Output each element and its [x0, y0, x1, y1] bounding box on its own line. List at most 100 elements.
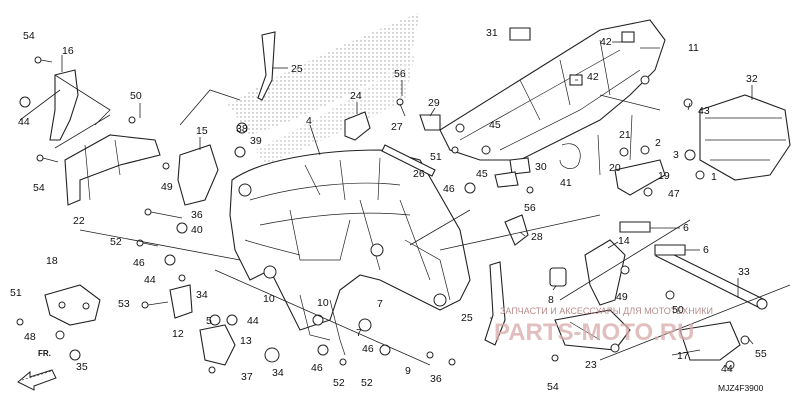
callout-36: 36 [430, 373, 442, 385]
callout-44: 44 [18, 116, 30, 128]
watermark-line1: ЗАПЧАСТИ И АКСЕССУАРЫ ДЛЯ МОТОТЕХНИКИ [500, 306, 713, 316]
callout-16: 16 [62, 45, 74, 57]
clamp-41 [559, 143, 581, 169]
callout-11: 11 [688, 42, 699, 54]
callout-50: 50 [130, 90, 142, 102]
callout-52: 52 [333, 377, 345, 389]
bracket-12 [169, 284, 193, 319]
callout-8: 8 [548, 294, 554, 306]
bracket-24 [344, 111, 371, 141]
callout-53: 53 [118, 298, 130, 310]
callout-52: 52 [110, 236, 122, 248]
callout-34: 34 [196, 289, 208, 301]
rear-subframe [439, 19, 666, 176]
callout-51: 51 [430, 151, 442, 163]
callout-21: 21 [619, 129, 631, 141]
callout-29: 29 [428, 97, 440, 109]
callout-6: 6 [683, 222, 689, 234]
collar-6-upper [619, 221, 651, 233]
callout-45: 45 [476, 168, 488, 180]
callout-43: 43 [698, 105, 710, 117]
leader-lines [61, 41, 754, 356]
mount-23 [554, 309, 631, 351]
callout-35: 35 [76, 361, 88, 373]
callout-27: 27 [391, 121, 403, 133]
main-frame [229, 149, 471, 356]
callout-15: 15 [196, 125, 208, 137]
callout-55: 55 [755, 348, 767, 360]
callout-49: 49 [616, 291, 628, 303]
front-direction-arrow: FR. [17, 349, 57, 391]
callout-37: 37 [241, 371, 253, 383]
cover-32 [699, 94, 791, 181]
clamp-30b [494, 171, 519, 188]
callout-48: 48 [24, 331, 36, 343]
callout-45: 45 [489, 119, 501, 131]
callout-24: 24 [350, 90, 362, 102]
bracket-29 [419, 114, 441, 131]
reference-lines [19, 74, 791, 366]
callout-10: 10 [263, 293, 275, 305]
callout-44: 44 [144, 274, 156, 286]
callout-56: 56 [524, 202, 536, 214]
callout-6: 6 [703, 244, 709, 256]
diagram-code: MJZ4F3900 [718, 383, 764, 393]
callout-3: 3 [673, 149, 679, 161]
callout-56: 56 [394, 68, 406, 80]
callout-42: 42 [587, 71, 599, 83]
strip-25-upper [257, 31, 276, 101]
callout-labels: 54 16 44 50 15 22 54 49 36 40 52 46 44 1… [10, 27, 767, 393]
callout-7: 7 [377, 298, 383, 310]
callout-14: 14 [618, 235, 630, 247]
callout-28: 28 [531, 231, 543, 243]
callout-54: 54 [33, 182, 45, 194]
callout-34: 34 [272, 367, 284, 379]
callout-38: 38 [236, 123, 248, 135]
callout-18: 18 [46, 255, 58, 267]
bolts [16, 56, 750, 374]
callout-23: 23 [585, 359, 597, 371]
callout-13: 13 [240, 335, 252, 347]
strip-25-lower [484, 261, 506, 346]
callout-46: 46 [443, 183, 455, 195]
clip-42a [621, 31, 635, 43]
callout-22: 22 [73, 215, 85, 227]
rod-33 [655, 247, 766, 309]
callout-1: 1 [711, 171, 717, 183]
callout-5: 5 [206, 315, 212, 327]
clamp-30 [509, 157, 531, 175]
callout-46: 46 [133, 257, 145, 269]
clip-31 [509, 27, 531, 41]
callout-12: 12 [172, 328, 184, 340]
callout-26: 26 [413, 168, 425, 180]
callout-36: 36 [191, 209, 203, 221]
callout-33: 33 [738, 266, 750, 278]
lower-left-bracket [44, 284, 101, 326]
callout-31: 31 [486, 27, 498, 39]
callout-44: 44 [721, 363, 733, 375]
callout-17: 17 [677, 350, 689, 362]
callout-19: 19 [658, 170, 670, 182]
hardware-cluster [619, 98, 705, 197]
callout-25: 25 [291, 63, 303, 75]
callout-47: 47 [668, 188, 680, 200]
callout-39: 39 [250, 135, 262, 147]
shaded-region [255, 55, 415, 165]
callout-49: 49 [161, 181, 173, 193]
callout-30: 30 [535, 161, 547, 173]
callout-52: 52 [361, 377, 373, 389]
callout-42: 42 [600, 36, 612, 48]
callout-54: 54 [547, 381, 559, 393]
clip-28 [504, 214, 529, 246]
shaded-region [228, 12, 420, 135]
callout-50: 50 [672, 304, 684, 316]
collar-8 [549, 267, 567, 287]
callout-25: 25 [461, 312, 473, 324]
callout-7: 7 [356, 327, 362, 339]
callout-40: 40 [191, 224, 203, 236]
callout-9: 9 [405, 365, 411, 377]
bracket-13 [199, 324, 236, 366]
callout-46: 46 [311, 362, 323, 374]
